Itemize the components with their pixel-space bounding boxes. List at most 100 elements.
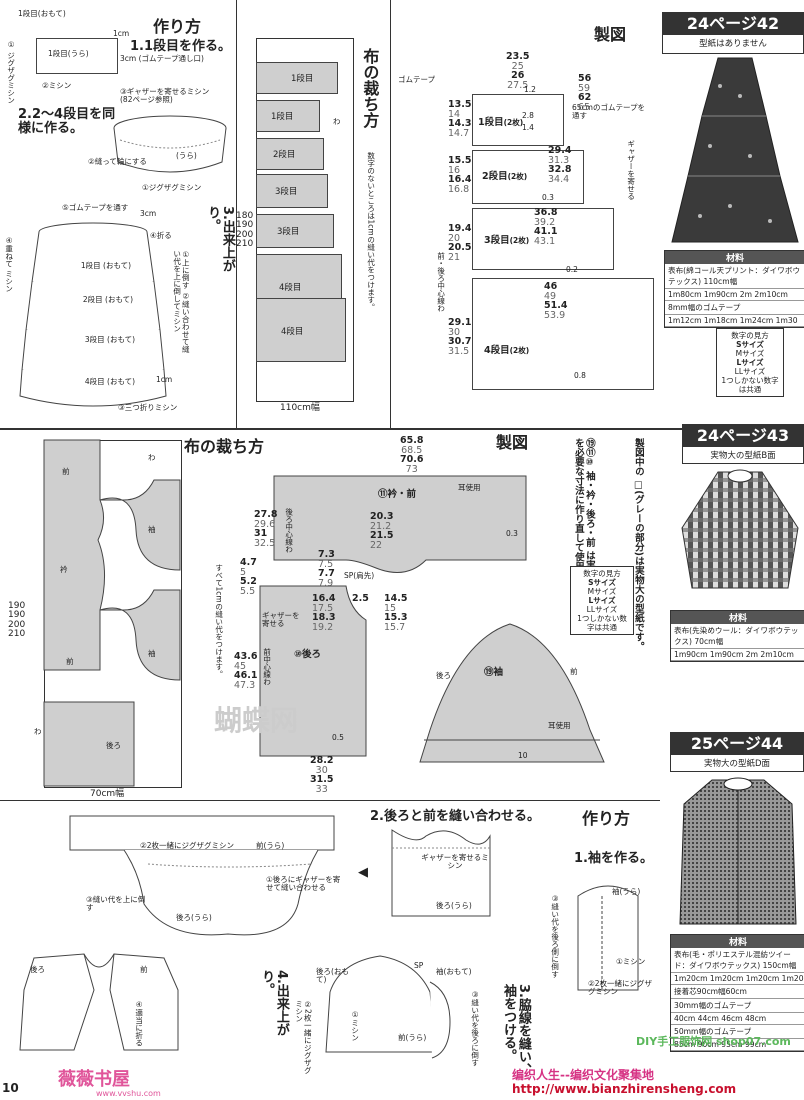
bottom-sleeve-label: 袖(うら) [612,887,641,896]
small-ll: 7.9 [318,577,334,589]
lsmall-s: 4.7 [240,557,257,568]
mid-collar-widths: 65.8 68.5 70.6 73 [400,436,423,474]
bottom-back-front-diagram [69,815,335,936]
back-w-ll: 19.2 [312,621,334,633]
draft-tier4-count: (2枚) [509,346,530,355]
bottom-gather-diagram [391,829,491,917]
materials-44-row2: 1m20cm 1m20cm 1m20cm 1m20cm [671,973,804,985]
bottom-back-outside-top: 後ろ(うら) [436,901,472,910]
top-howto-title: 作り方 [153,17,202,36]
legend-mid-title: 数字の見方 [583,569,621,578]
section-divider-top [0,428,804,430]
mid-length-l: 200 [8,619,26,630]
tier-note-label: ①上に倒す ②縫い合わせて縫い代を上に倒してミシン [172,250,191,353]
lsmall-l: 5.2 [240,576,257,587]
mid-back-label: ⑩後ろ [294,649,322,660]
mid-ear-label: 耳使用 [458,483,481,492]
draft-tier2-label: 2段目(2枚) [482,171,527,182]
tier1-skirt-label: 1段目 (おもて) [80,261,132,270]
tier4-w-l: 51.4 [544,300,568,311]
cut-piece-3b: 3段目 [256,214,334,248]
tier-ring-diagram [113,115,227,173]
cut-piece-3a: 3段目 [256,174,328,208]
fold-overlap-label: ④重ねて ミシン [4,236,14,293]
back-r-l: 15.3 [384,612,408,623]
tier1-diagram [36,38,118,74]
mid-piece-sleeve1: 袖 [148,525,156,534]
mid-fold: わ [34,727,42,736]
cut-piece-3a-label: 3段目 [273,185,300,197]
mid-length-s: 190 [8,601,26,611]
tier1-w-m: 25 [511,60,524,72]
mid-collar-03: 0.3 [506,529,518,538]
materials-44-row6: 50mm幅のゴムテープ [671,1025,804,1039]
back-h-s: 43.6 [234,651,258,662]
page-ref-44-head: 25ページ44 [671,733,803,755]
bottom-sew-up: ③縫い代を上に倒す [86,895,146,913]
cut-piece-4a-label: 4段目 [277,281,304,293]
materials-44-row1: 表布(毛・ポリエステル混紡ツイード：ダイワボウテックス) 150cm幅 [671,948,804,973]
bottom-gather-back: ①後ろにギャザーを寄せて縫い合わせる [266,875,341,893]
tier4-h-ll: 31.5 [448,345,470,357]
tier3-h-l: 20.5 [448,242,472,253]
tier2-h-m: 16 [448,164,461,176]
back-r-m: 15 [384,602,397,614]
materials-44-row3: 接着芯90cm幅60cm [671,985,804,999]
top-cutting-title: 布の裁ち方 [360,48,380,128]
back-h-m: 45 [234,660,247,672]
draft-tier4-name: 4段目 [484,345,510,356]
tier3-w-m: 39.2 [534,216,556,228]
mid-back-right: 14.5 15 15.3 15.7 [384,594,407,632]
top-cutting-note: 数字のないところは1cmの縫い代をつけます。 [366,152,376,311]
bottom-sleeve-machine: ①ミシン [616,957,646,966]
cape-photo [681,469,799,589]
tier1-h-l: 14.3 [448,118,472,129]
top-length-ll: 210 [236,239,254,250]
tier2-w-l: 32.8 [548,164,572,175]
materials-44-title: 材料 [671,935,804,948]
top-howto-step2: 2.2〜4段目を同様に作る。 [18,107,116,137]
mid-left-h: 27.8 29.6 31 32.5 [254,510,277,548]
mid-sp2: 2.5 [352,593,369,604]
mid-sleeve-back: 後ろ [436,671,451,680]
mid-piece-front2: 前 [66,657,74,666]
tier4-w-m: 49 [544,290,557,302]
footer-cn: 编织人生--编织文化聚集地 [512,1068,654,1082]
bottom-howto-title: 作り方 [582,809,631,828]
bottom-finished-diagram [19,953,179,1051]
collar-in-ll: 22 [370,539,383,551]
bottom-front-label: 前 [140,965,148,974]
legend-mid-ll: LLサイズ [586,605,618,614]
top-howto-step3: 3.出来上がり。 [204,206,235,272]
watermark-diy: DIY手工服饰网 shop07.com [636,1035,791,1048]
page-number: 10 [2,1081,19,1095]
page-ref-43: 24ページ43 実物大の型紙B面 [682,424,804,464]
cm1-bottom-label: 1cm [156,375,173,384]
draft-tier2-widths: 29.4 31.3 32.8 34.4 [548,146,571,184]
mid-length-m: 190 [8,610,26,621]
size-legend-mid: 数字の見方 Sサイズ Mサイズ Lサイズ LLサイズ 1つしかない数字は共通 [570,566,634,635]
cm3-label: 3cm [140,209,157,218]
tier1-h-ll: 14.7 [448,127,470,139]
section-divider-bottom [0,800,660,801]
bottom-back-outside: 後ろ(おもて) [316,967,349,985]
tier1-inner2: 1.4 [522,123,534,132]
small-l: 7.7 [318,568,335,579]
watermark-center: 蝴蝶网 [214,704,299,737]
mid-small: 7.3 7.5 7.7 7.9 [318,550,335,588]
mid-length-ll: 210 [8,629,26,640]
draft-tier1-widths: 23.5 25 26 27.5 [506,52,529,90]
legend-mid-m: Mサイズ [587,587,617,596]
collar-in-s: 20.3 [370,511,394,522]
tier2-w-ll: 34.4 [548,173,570,185]
draft-tier2 [472,150,584,204]
bottom-step4: 4.出来上がり。 [258,970,289,1036]
mid-collar-inner: 20.3 21.2 21.5 22 [370,512,393,550]
small-m: 7.5 [318,558,334,570]
mid-back-w: 16.4 17.5 18.3 19.2 [312,594,335,632]
cut-piece-2a: 2段目 [256,138,324,170]
left-h-l: 31 [254,528,268,539]
draft-tier1-label: 1段目(2枚) [478,117,523,128]
skirt-assembled-diagram [19,222,167,407]
mid-cutting-note: すべて1cmの縫い代をつけます。 [214,564,224,678]
